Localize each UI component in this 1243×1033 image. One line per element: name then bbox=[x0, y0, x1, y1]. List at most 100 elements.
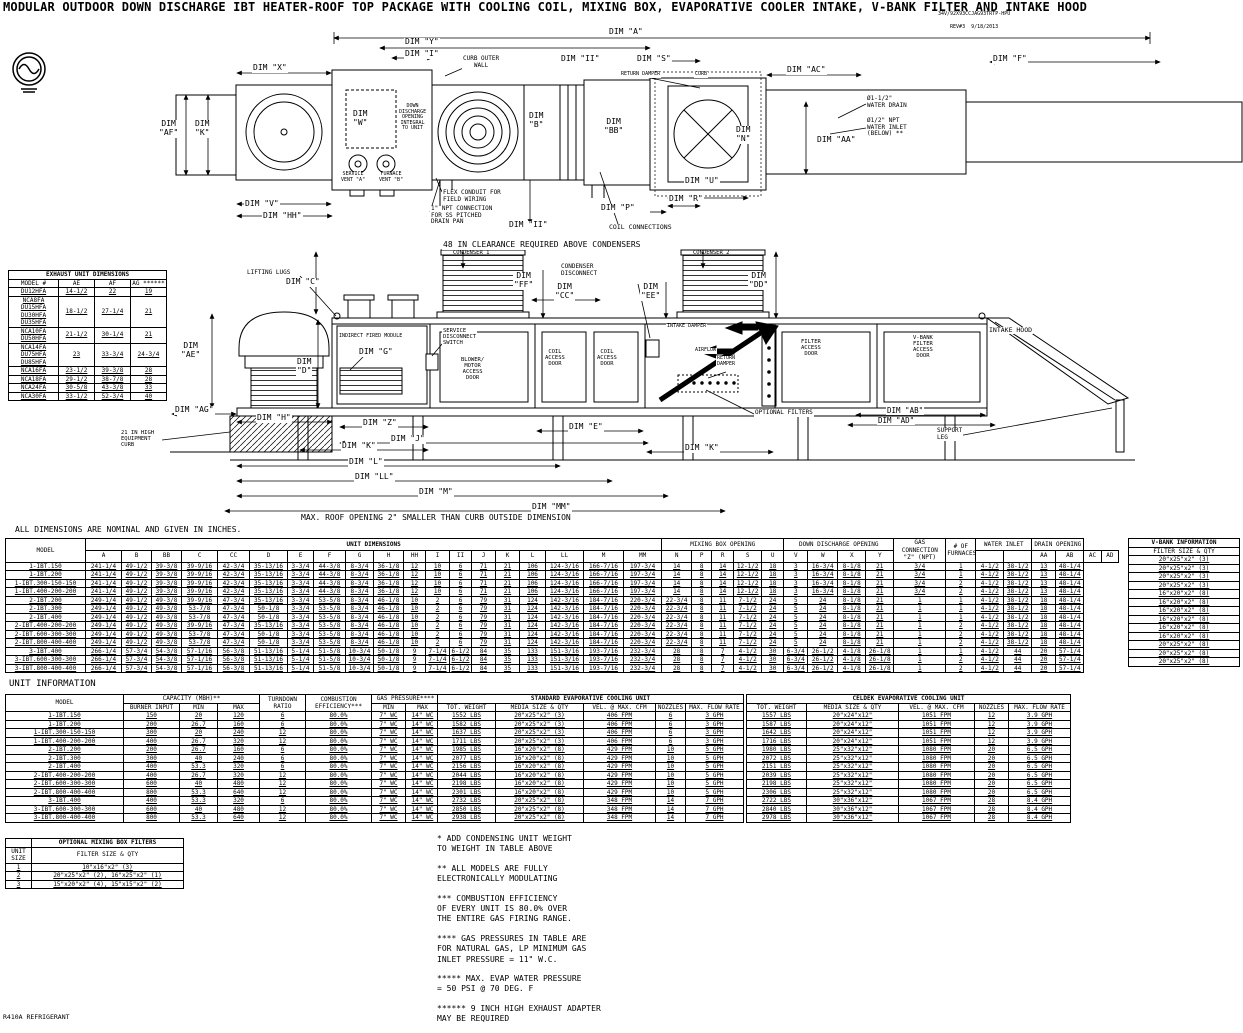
cell: 3 GPH bbox=[684, 719, 745, 729]
cell: 160 bbox=[217, 719, 260, 729]
cell: 48-1/4 bbox=[1055, 578, 1085, 588]
cell: 8-1/8 bbox=[837, 578, 867, 588]
cell: NCA14FA DU75HFA DU85HFA bbox=[8, 342, 59, 367]
header-cell: MAX. FLOW RATE bbox=[684, 702, 745, 712]
cell: 240 bbox=[217, 753, 260, 763]
cell: 2 bbox=[945, 638, 977, 648]
drawing-title: MODULAR OUTDOOR DOWN DISCHARGE IBT HEATE… bbox=[3, 0, 1087, 14]
header-cell: C bbox=[181, 549, 218, 563]
cell: 4-1/2 bbox=[733, 646, 763, 656]
table-row: 16"x20"x2" (8) bbox=[1128, 589, 1240, 599]
header-cell: NOZZLES bbox=[974, 702, 1009, 712]
model-header: MODEL bbox=[5, 538, 86, 563]
cell: 7-1/2 bbox=[733, 612, 763, 622]
cell: 4-1/2 bbox=[975, 621, 1005, 631]
header-cell: J bbox=[471, 549, 496, 563]
cell: 3/4 bbox=[893, 561, 947, 571]
cell: 13 bbox=[1031, 561, 1057, 571]
cell: 10 bbox=[655, 745, 686, 755]
cell: 5 GPH bbox=[684, 779, 745, 789]
cell: 42-3/4 bbox=[217, 587, 250, 597]
cell: 12-1/2 bbox=[733, 570, 763, 580]
header-cell: VEL. @ MAX. CFM bbox=[583, 702, 656, 712]
cell: 2 bbox=[425, 629, 450, 639]
cell: 6 bbox=[259, 753, 306, 763]
cell: 197-3/4 bbox=[622, 578, 663, 588]
cell: 142-3/16 bbox=[545, 621, 584, 631]
cell: 1 bbox=[5, 862, 32, 872]
cell: 11 bbox=[711, 629, 735, 639]
cell: 18 bbox=[761, 578, 785, 588]
cell: 14" WC bbox=[404, 770, 441, 780]
cell: 21 bbox=[495, 561, 520, 571]
note-1: * ADD CONDENSING UNIT WEIGHT TO WEIGHT I… bbox=[437, 834, 572, 854]
cell: 1 bbox=[893, 638, 947, 648]
cell: 38-1/2 bbox=[1003, 629, 1033, 639]
cell: 106 bbox=[519, 561, 546, 571]
cell: 10"x16"x2" (3) bbox=[31, 862, 184, 872]
cell: 6.5 GPH bbox=[1007, 745, 1072, 755]
cell: 31 bbox=[495, 629, 520, 639]
cell: 20"x25"x2" (3) bbox=[495, 711, 584, 721]
cell: 44-3/8 bbox=[313, 570, 346, 580]
cell: 14 bbox=[711, 570, 735, 580]
cell: 9 bbox=[403, 663, 426, 673]
cell: 7" WC bbox=[371, 745, 406, 755]
cell: 10 bbox=[655, 779, 686, 789]
cell: 71 bbox=[471, 561, 496, 571]
cell: 249-1/4 bbox=[85, 612, 122, 622]
cell: 25"x32"x12" bbox=[806, 770, 899, 780]
dim-e-label: DIM "E" bbox=[568, 422, 604, 432]
cell: 640 bbox=[217, 813, 260, 823]
cell: 1 bbox=[945, 604, 977, 614]
cell: 18 bbox=[761, 561, 785, 571]
cell: 18 bbox=[1031, 604, 1057, 614]
cell: 8-1/8 bbox=[837, 612, 867, 622]
cell: 249-1/4 bbox=[85, 621, 122, 631]
cell: 20"x25"x2" (3) bbox=[1128, 580, 1240, 590]
cell: 16-3/4 bbox=[807, 561, 839, 571]
cell: 4-1/2 bbox=[975, 595, 1005, 605]
dim-n-label: DIM "N" bbox=[735, 125, 752, 144]
cell: 46-1/8 bbox=[373, 595, 404, 605]
cell: 133 bbox=[519, 646, 546, 656]
cell: 8 bbox=[691, 638, 713, 648]
cell: 6.5 GPH bbox=[1007, 787, 1072, 797]
cell: 21 bbox=[865, 570, 895, 580]
cell: 1051 FPM bbox=[898, 719, 975, 729]
cell: 320 bbox=[217, 736, 260, 746]
cell: 21 bbox=[865, 604, 895, 614]
cell: 8 bbox=[691, 578, 713, 588]
cell: 47-3/4 bbox=[217, 612, 250, 622]
cell: 79 bbox=[471, 612, 496, 622]
cell: 7" WC bbox=[371, 762, 406, 772]
cell: 20"x24"x12" bbox=[806, 711, 899, 721]
cell: 12 bbox=[259, 770, 306, 780]
cell: 3-IBT.800-400-400 bbox=[5, 663, 86, 673]
furnaces-header: # OF FURNACES bbox=[945, 538, 977, 563]
cell: 1-IBT.400-200-200 bbox=[5, 587, 86, 597]
cell: 7" WC bbox=[371, 804, 406, 814]
cell: 50-1/8 bbox=[249, 612, 288, 622]
cell: 50-1/8 bbox=[373, 646, 404, 656]
cell: 6 bbox=[449, 629, 472, 639]
cell: 24 bbox=[807, 612, 839, 622]
cell: 11 bbox=[711, 612, 735, 622]
header-cell: BURNER INPUT bbox=[123, 702, 180, 712]
cell: 31 bbox=[495, 638, 520, 648]
header-cell: CC bbox=[217, 549, 250, 563]
cell: 1716 LBS bbox=[746, 736, 807, 746]
cell: 13 bbox=[1031, 570, 1057, 580]
cell: 5-1/4 bbox=[287, 663, 314, 673]
cell: 151-3/16 bbox=[545, 646, 584, 656]
dim-ac-label: DIM "AC" bbox=[786, 65, 827, 75]
cell: 241-1/4 bbox=[85, 578, 122, 588]
